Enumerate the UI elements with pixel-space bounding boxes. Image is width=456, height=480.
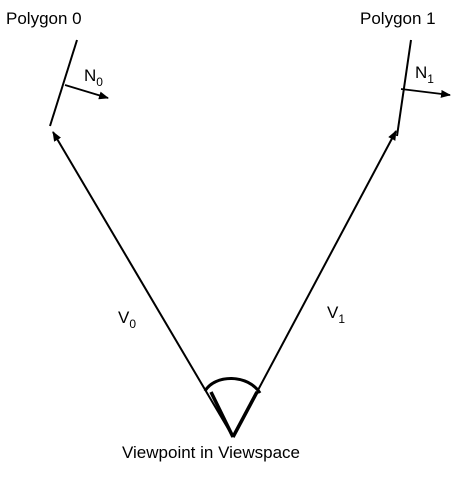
- polygon-0-label: Polygon 0: [6, 9, 82, 28]
- polygon-0-group: Polygon 0 N0: [6, 9, 109, 127]
- polygon-1-group: Polygon 1 N1: [360, 9, 451, 137]
- view-vector-1-arrow: [232, 130, 397, 438]
- normal-0-label: N0: [84, 66, 103, 89]
- viewpoint-label: Viewpoint in Viewspace: [122, 443, 300, 462]
- polygon-0-edge: [49, 39, 78, 127]
- view-vector-0-arrow: [52, 131, 234, 438]
- normal-1-label: N1: [415, 63, 434, 86]
- normal-1-arrow: [400, 88, 451, 98]
- normal-0-subscript: 0: [96, 75, 103, 89]
- normal-0-arrow: [64, 84, 109, 100]
- view-vector-0-letter: V: [118, 308, 130, 327]
- view-vector-1-letter: V: [327, 303, 339, 322]
- normal-1-letter: N: [415, 63, 427, 82]
- polygon-1-label: Polygon 1: [360, 9, 436, 28]
- normal-1-subscript: 1: [427, 72, 434, 86]
- viewpoint-wedge-left: [209, 391, 235, 438]
- view-vector-1-label: V1: [327, 303, 345, 326]
- normal-0-letter: N: [84, 66, 96, 85]
- view-vectors: V0 V1: [52, 130, 397, 438]
- polygon-1-edge: [396, 39, 412, 137]
- viewpoint-wedge-right: [231, 391, 259, 438]
- view-angle-arc: [203, 377, 262, 394]
- view-vector-0-subscript: 0: [129, 317, 136, 331]
- view-vector-0-label: V0: [118, 308, 136, 331]
- view-vector-1-subscript: 1: [338, 312, 345, 326]
